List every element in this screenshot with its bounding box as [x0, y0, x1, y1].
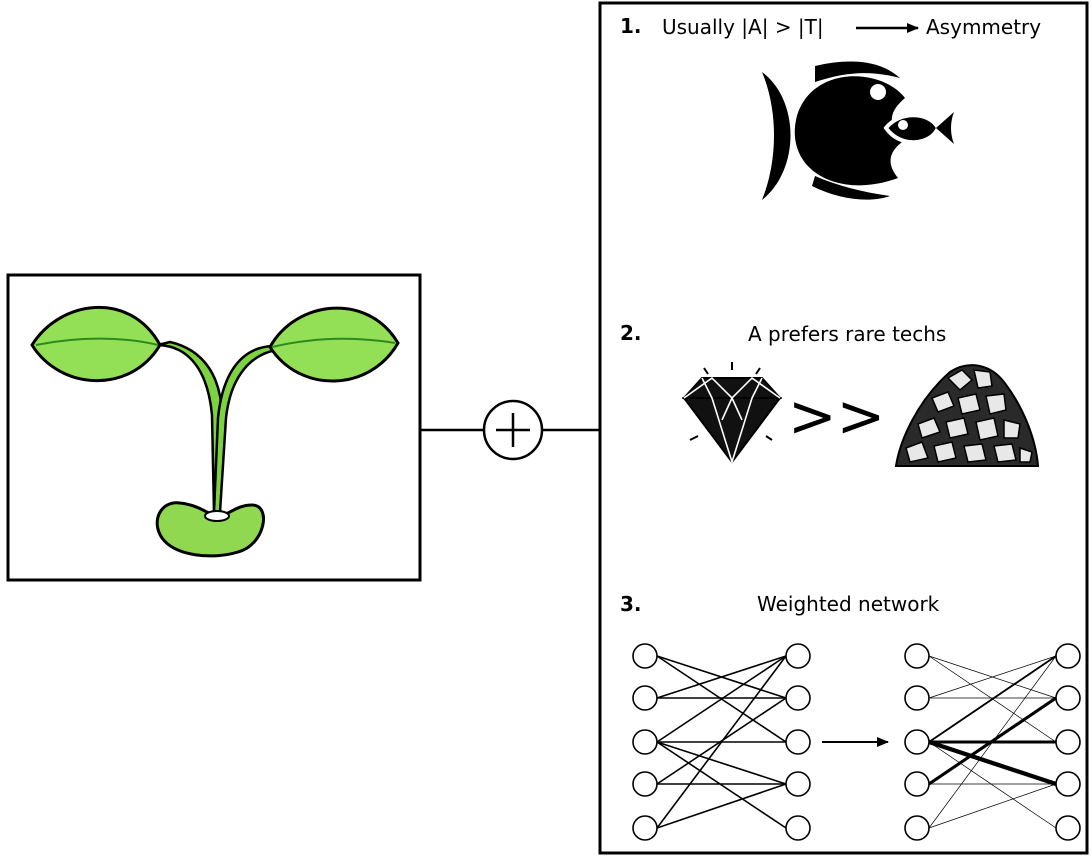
network-edge: [928, 696, 1057, 786]
sprout-leaf-left: [30, 306, 162, 383]
network-node-left: [632, 685, 658, 711]
sprout-leaf-right: [268, 306, 400, 383]
big-fish-eats-small-fish-icon: [762, 61, 954, 200]
network-node-left: [904, 771, 930, 797]
item-2-comparator: >>: [788, 382, 885, 450]
network-edge: [656, 655, 787, 699]
network-node-right: [1055, 643, 1081, 669]
network-node-right: [1055, 815, 1081, 841]
item-1-number: 1.: [620, 14, 642, 38]
diamond-icon: [681, 362, 783, 465]
diamond-sparkles: [689, 362, 773, 441]
rock-pile-icon: [894, 364, 1040, 467]
diamond-pavilion: [682, 397, 782, 464]
fish-top-fin: [815, 61, 900, 82]
sprout-leaf-left-vein: [35, 337, 159, 346]
network-edge: [928, 783, 1057, 829]
network-node-left: [632, 815, 658, 841]
fish-tail: [762, 72, 791, 200]
network-edge: [656, 741, 787, 785]
fish-bottom-fin: [812, 176, 890, 200]
network-node-right: [785, 729, 811, 755]
network-node-left: [632, 643, 658, 669]
network-edge: [928, 655, 1057, 699]
network-node-left: [904, 815, 930, 841]
sprout-leaf-right-vein: [271, 337, 396, 348]
network-edge: [656, 741, 787, 829]
bipartite-network-weighted: [904, 643, 1081, 841]
small-fish-eye: [898, 120, 908, 130]
network-node-left: [632, 771, 658, 797]
item-1-result: Asymmetry: [926, 15, 1041, 39]
bipartite-network-unweighted: [632, 643, 811, 841]
item-1-condition: Usually |A| > |T|: [662, 15, 824, 39]
network-edge: [928, 655, 1057, 743]
diamond-facets: [683, 376, 781, 465]
small-fish-body: [883, 113, 941, 145]
sprout-icon: [30, 306, 400, 558]
properties-panel: [598, 1, 1089, 855]
network-node-left: [904, 685, 930, 711]
rock-pile-rocks: [905, 369, 1033, 463]
network-node-right: [1055, 729, 1081, 755]
item-3-text: Weighted network: [757, 592, 940, 616]
item-2-number: 2.: [620, 321, 642, 345]
network-node-right: [1055, 771, 1081, 797]
network-edge: [656, 655, 787, 743]
item-3-number: 3.: [620, 592, 642, 616]
network-edge: [928, 739, 1057, 787]
network-edge: [928, 655, 1057, 829]
network-edge: [928, 741, 1057, 829]
network-node-right: [1055, 685, 1081, 711]
fish-eye: [870, 84, 886, 100]
fish-body: [794, 76, 905, 186]
rock-pile-silhouette: [894, 364, 1040, 467]
network-node-left: [904, 643, 930, 669]
network-node-right: [785, 685, 811, 711]
network-node-right: [785, 815, 811, 841]
small-fish-tail: [936, 112, 954, 144]
network-node-right: [785, 643, 811, 669]
network-edge: [656, 655, 787, 829]
network-node-left: [904, 729, 930, 755]
network-edge: [656, 783, 787, 829]
item-2-text: A prefers rare techs: [748, 322, 946, 346]
sprout-seed-hilum: [204, 510, 230, 522]
network-node-left: [632, 729, 658, 755]
network-node-right: [785, 771, 811, 797]
